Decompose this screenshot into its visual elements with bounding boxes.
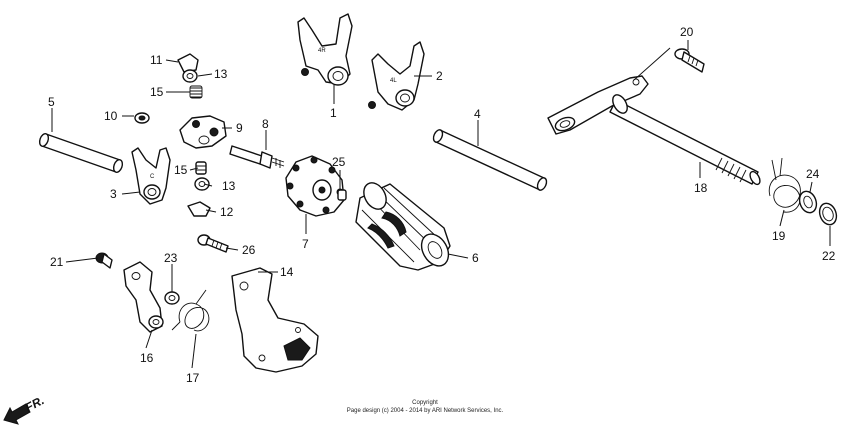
callout-23: 23	[164, 251, 178, 265]
bolt-21[interactable]	[95, 252, 113, 269]
spring-15-top[interactable]	[189, 85, 203, 99]
fork-shaft-5[interactable]	[38, 133, 124, 174]
callout-18: 18	[694, 181, 708, 195]
callout-labels: 1 2 3 4 5 6 7 8 9 10 11 12 13 13 14 15 1…	[48, 25, 836, 385]
cap-12[interactable]	[187, 201, 211, 217]
spring-19[interactable]	[768, 157, 801, 213]
callout-19: 19	[772, 229, 786, 243]
callout-2: 2	[436, 69, 443, 83]
nut-13-top[interactable]	[182, 69, 198, 83]
callout-6: 6	[472, 251, 479, 265]
bolt-20[interactable]	[674, 48, 705, 73]
callout-4: 4	[474, 107, 481, 121]
callout-14: 14	[280, 265, 294, 279]
callout-9: 9	[236, 121, 243, 135]
callout-8: 8	[262, 117, 269, 131]
callout-13-mid: 13	[222, 179, 236, 193]
plate-14[interactable]	[231, 267, 319, 373]
callout-26: 26	[242, 243, 256, 257]
copyright-notice: Copyright Page design (c) 2004 - 2014 by…	[300, 399, 550, 415]
callout-17: 17	[186, 371, 200, 385]
washer-24[interactable]	[797, 189, 820, 215]
circlip-22[interactable]	[817, 201, 840, 227]
callout-3: 3	[110, 187, 117, 201]
pin-8[interactable]	[229, 145, 285, 169]
stopper-arm-9[interactable]	[179, 115, 227, 149]
fork-stamp-c: C	[150, 174, 155, 180]
fork-stamp-4r: 4R	[318, 48, 326, 54]
leader-lines	[51, 40, 831, 369]
shift-fork-1[interactable]: 4R	[297, 13, 353, 86]
shift-drum-6[interactable]	[355, 179, 454, 271]
callout-1: 1	[330, 106, 337, 120]
spindle-18[interactable]	[547, 75, 762, 186]
bolt-26[interactable]	[197, 234, 229, 253]
fork-stamp-4l: 4L	[390, 78, 397, 84]
shift-fork-2[interactable]: 4L	[368, 41, 425, 111]
callout-5: 5	[48, 95, 55, 109]
fork-shaft-4[interactable]	[432, 128, 549, 191]
cap-11[interactable]	[177, 53, 199, 73]
washer-23[interactable]	[164, 291, 180, 305]
drum-center-7[interactable]	[285, 155, 345, 217]
callout-22: 22	[822, 249, 836, 263]
spring-17[interactable]	[171, 289, 210, 332]
copyright-text: Page design (c) 2004 - 2014 by ARI Netwo…	[346, 408, 504, 414]
nut-13-mid[interactable]	[194, 177, 210, 191]
callout-16: 16	[140, 351, 154, 365]
plate-16[interactable]	[123, 261, 164, 333]
callout-7: 7	[302, 237, 309, 251]
callout-24: 24	[806, 167, 820, 181]
callout-11: 11	[150, 53, 163, 67]
bolt-10[interactable]	[134, 112, 150, 124]
callout-25: 25	[332, 155, 346, 169]
callout-10: 10	[104, 109, 118, 123]
copyright-title: Copyright	[412, 400, 438, 406]
callout-13-top: 13	[214, 67, 228, 81]
front-direction-arrow: FR.	[3, 393, 46, 425]
pin-25[interactable]	[337, 189, 347, 201]
callout-21: 21	[50, 255, 64, 269]
callout-12: 12	[220, 205, 234, 219]
callout-20: 20	[680, 25, 694, 39]
callout-15-top: 15	[150, 85, 164, 99]
callout-15-mid: 15	[174, 163, 188, 177]
shift-fork-3[interactable]: C	[131, 147, 171, 205]
